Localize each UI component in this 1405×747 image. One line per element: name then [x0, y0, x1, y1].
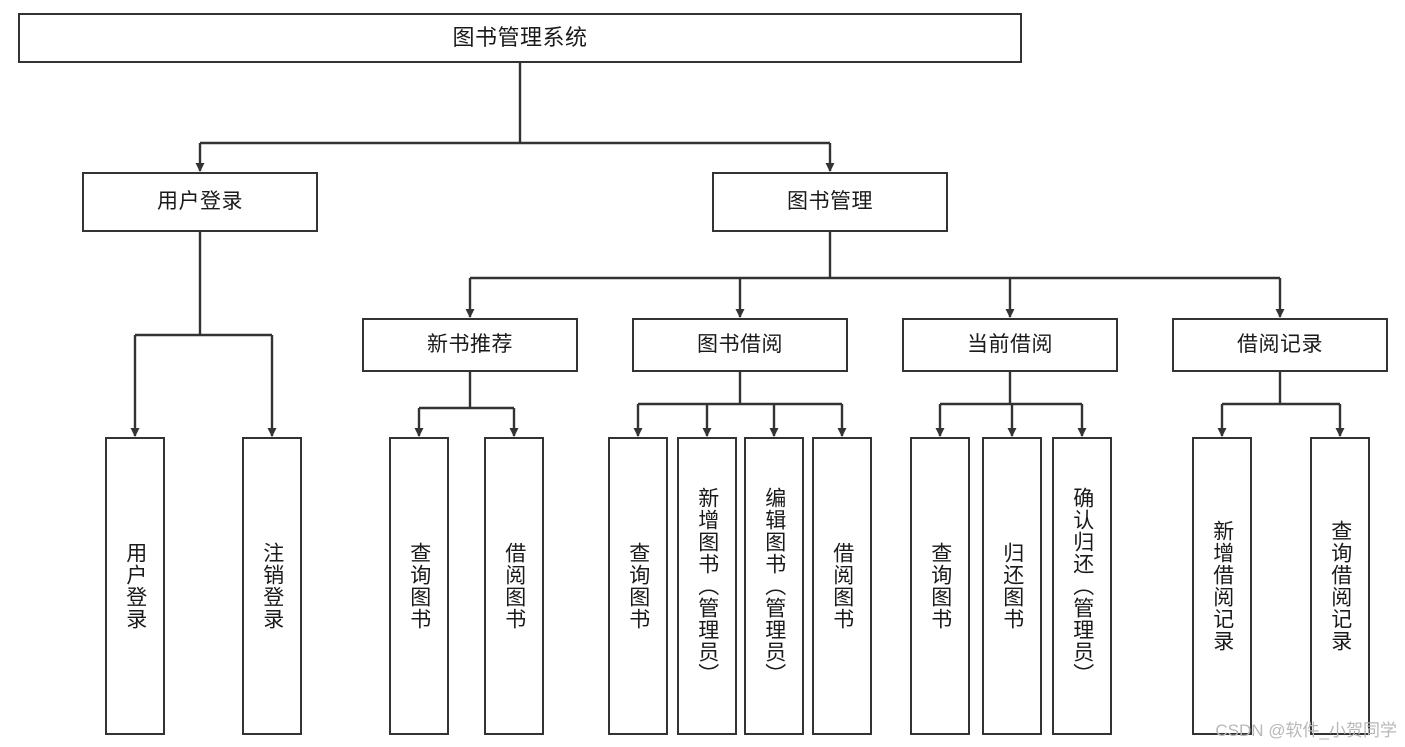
node-label: 借阅图书	[830, 542, 854, 630]
node-label: 查询图书	[407, 542, 431, 630]
node-label: 借阅图书	[502, 542, 526, 630]
node-label: 当前借阅	[967, 332, 1053, 356]
edge-group	[130, 63, 1345, 437]
node-leaf8[interactable]: 借阅图书	[812, 437, 872, 735]
node-leaf9[interactable]: 查询图书	[910, 437, 970, 735]
node-borrow[interactable]: 图书借阅	[632, 318, 848, 372]
node-root[interactable]: 图书管理系统	[18, 13, 1022, 63]
watermark-label: CSDN @软件_小贺同学	[1215, 721, 1397, 740]
node-label: 归还图书	[1000, 542, 1024, 630]
node-label: 编辑图书（管理员）	[762, 487, 786, 685]
node-current[interactable]: 当前借阅	[902, 318, 1118, 372]
node-label: 新增借阅记录	[1210, 520, 1234, 652]
node-label: 图书管理	[787, 189, 873, 213]
node-leaf5[interactable]: 查询图书	[608, 437, 668, 735]
node-newbook[interactable]: 新书推荐	[362, 318, 578, 372]
node-leaf2[interactable]: 注销登录	[242, 437, 302, 735]
node-label: 用户登录	[123, 542, 147, 630]
node-label: 查询图书	[626, 542, 650, 630]
node-leaf11[interactable]: 确认归还（管理员）	[1052, 437, 1112, 735]
node-bookmgr[interactable]: 图书管理	[712, 172, 948, 232]
node-leaf6[interactable]: 新增图书（管理员）	[677, 437, 737, 735]
node-leaf1[interactable]: 用户登录	[105, 437, 165, 735]
node-label: 注销登录	[260, 542, 284, 630]
node-label: 借阅记录	[1237, 332, 1323, 356]
node-label: 用户登录	[157, 189, 243, 213]
node-label: 新书推荐	[427, 332, 513, 356]
node-leaf13[interactable]: 查询借阅记录	[1310, 437, 1370, 735]
node-label: 查询图书	[928, 542, 952, 630]
node-label: 图书管理系统	[452, 25, 588, 51]
node-leaf7[interactable]: 编辑图书（管理员）	[744, 437, 804, 735]
node-label: 新增图书（管理员）	[695, 487, 719, 685]
node-label: 图书借阅	[697, 332, 783, 356]
node-label: 查询借阅记录	[1328, 520, 1352, 652]
node-record[interactable]: 借阅记录	[1172, 318, 1388, 372]
node-label: 确认归还（管理员）	[1070, 487, 1094, 685]
node-leaf12[interactable]: 新增借阅记录	[1192, 437, 1252, 735]
node-login[interactable]: 用户登录	[82, 172, 318, 232]
node-leaf3[interactable]: 查询图书	[389, 437, 449, 735]
node-leaf10[interactable]: 归还图书	[982, 437, 1042, 735]
node-leaf4[interactable]: 借阅图书	[484, 437, 544, 735]
